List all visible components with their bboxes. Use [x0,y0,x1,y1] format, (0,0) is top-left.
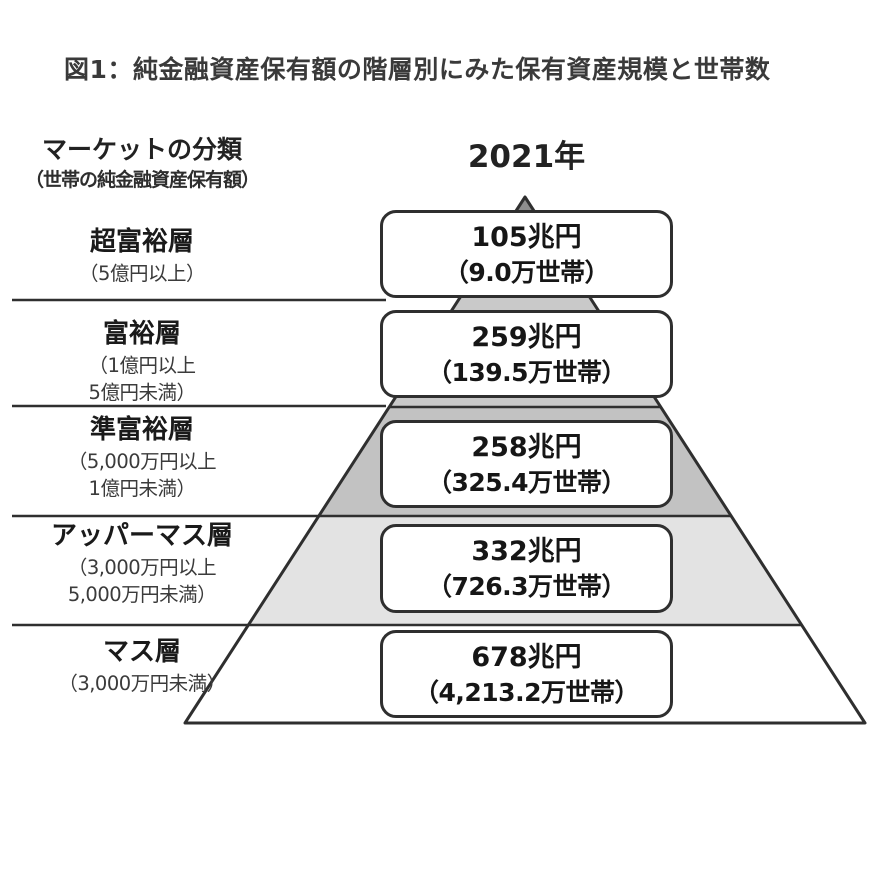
tier-range: （3,000万円以上 [67,556,217,579]
tier-name: アッパーマス層 [50,521,233,551]
chart-title: 図1：純金融資産保有額の階層別にみた保有資産規模と世帯数 [64,55,771,84]
tier-name: 超富裕層 [89,227,194,257]
tier-name: 準富裕層 [89,415,194,445]
tier-range: 5,000万円未満） [67,583,217,606]
tier-range: （5,000万円以上 [67,450,217,473]
tier-range: 5億円未満） [88,381,196,404]
tier-range: 1億円未満） [88,477,196,500]
box-households: （139.5万世帯） [426,357,627,387]
box-amount: 332兆円 [471,536,582,567]
market-classification-header: マーケットの分類 （世帯の純金融資産保有額） [0,133,284,194]
tier-range: （5億円以上） [79,262,205,285]
tier-label-semi-rich: 準富裕層 （5,000万円以上 1億円未満） [0,412,284,502]
box-amount: 258兆円 [471,431,582,463]
value-box-rich: 259兆円 （139.5万世帯） [380,310,673,398]
value-box-semi-rich: 258兆円 （325.4万世帯） [380,420,673,508]
tier-name: マス層 [102,637,181,667]
value-box-upper-mass: 332兆円 （726.3万世帯） [380,524,673,613]
tier-range: （1億円以上 [88,354,196,377]
value-box-mass: 678兆円 （4,213.2万世帯） [380,630,673,718]
box-amount: 259兆円 [471,321,582,353]
tier-label-mass: マス層 （3,000万円未満） [0,634,284,697]
tier-range: （3,000万円未満） [58,672,226,695]
tier-label-upper-mass: アッパーマス層 （3,000万円以上 5,000万円未満） [0,518,284,608]
tier-label-rich: 富裕層 （1億円以上 5億円未満） [0,316,284,406]
box-households: （726.3万世帯） [426,572,627,601]
market-classification-sublabel: （世帯の純金融資産保有額） [24,169,260,191]
box-households: （4,213.2万世帯） [414,677,639,707]
year-label: 2021年 [467,139,586,175]
tier-name: 富裕層 [102,319,181,349]
tier-label-super-rich: 超富裕層 （5億円以上） [0,224,284,287]
market-classification-label: マーケットの分類 [41,135,242,164]
value-box-super-rich: 105兆円 （9.0万世帯） [380,210,673,298]
box-households: （9.0万世帯） [443,257,610,287]
box-households: （325.4万世帯） [426,467,627,497]
pyramid-outline [183,195,867,725]
box-amount: 105兆円 [471,221,582,253]
box-amount: 678兆円 [471,641,582,673]
